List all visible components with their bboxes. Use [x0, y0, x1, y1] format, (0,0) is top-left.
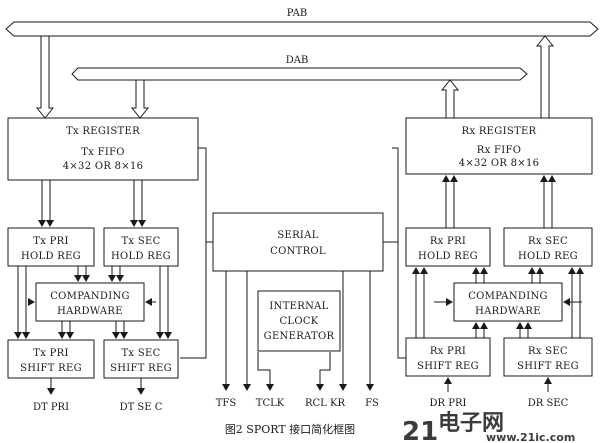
tx-sec-hold-line2: HOLD REG — [111, 251, 171, 262]
tx-sec-shift-reg: Tx SEC SHIFT REG — [103, 339, 179, 379]
rx-pri-hold-reg: Rx PRI HOLD REG — [405, 227, 491, 267]
tx-sec-shift-line1: Tx SEC — [121, 348, 160, 359]
rx-to-pab-arrow — [535, 35, 555, 119]
pin-fs: FS — [365, 398, 379, 409]
rx-pri-shift-line2: SHIFT REG — [417, 361, 479, 372]
watermark-21: 21 — [402, 417, 438, 443]
serial-control-line1: SERIAL — [277, 230, 318, 241]
tx-pri-shift-line1: Tx PRI — [33, 348, 69, 359]
pin-tclk: TCLK — [256, 398, 285, 409]
clock-line2: CLOCK — [279, 316, 318, 327]
pin-labels: DT PRI DT SE C TFS TCLK RCL KR FS DR PRI… — [33, 398, 569, 413]
rx-to-dab-arrow — [440, 79, 460, 119]
serial-control-line2: CONTROL — [270, 246, 326, 257]
rx-register-block: Rx REGISTER Rx FIFO 4×32 OR 8×16 — [405, 117, 593, 175]
pin-tfs: TFS — [216, 398, 237, 409]
pin-dr-pri: DR PRI — [430, 398, 467, 409]
pab-label: PAB — [287, 8, 307, 19]
tx-pri-hold-line1: Tx PRI — [33, 236, 69, 247]
dab-to-tx-arrow — [130, 79, 150, 119]
pab-to-tx-arrow — [35, 35, 55, 119]
pin-dt-sec: DT SE C — [120, 402, 163, 413]
tx-companding-line2: HARDWARE — [57, 306, 123, 317]
rx-companding-hardware: COMPANDING HARDWARE — [453, 282, 563, 322]
tx-sec-hold-reg: Tx SEC HOLD REG — [103, 227, 179, 267]
rx-pri-shift-reg: Rx PRI SHIFT REG — [405, 337, 491, 377]
rx-fifo-size: 4×32 OR 8×16 — [459, 158, 540, 169]
pin-dt-pri: DT PRI — [33, 402, 69, 413]
internal-clock-generator: INTERNAL CLOCK GENERATOR — [257, 290, 341, 352]
rx-register-label: Rx REGISTER — [462, 126, 537, 137]
tx-pri-hold-reg: Tx PRI HOLD REG — [7, 227, 95, 267]
pab-bus: PAB — [5, 8, 599, 37]
tx-pri-hold-line2: HOLD REG — [21, 251, 81, 262]
tx-pri-shift-line2: SHIFT REG — [20, 363, 82, 374]
watermark-url: www.21ic.com — [486, 431, 575, 443]
dab-label: DAB — [286, 55, 309, 66]
watermark-text: 电子网 — [438, 411, 504, 436]
rx-pri-shift-line1: Rx PRI — [430, 346, 466, 357]
rx-sec-shift-reg: Rx SEC SHIFT REG — [503, 337, 593, 377]
bus-arrows — [35, 35, 555, 119]
tx-companding-hardware: COMPANDING HARDWARE — [35, 282, 145, 322]
serial-control-block: SERIAL CONTROL — [212, 212, 384, 272]
rx-companding-line1: COMPANDING — [468, 291, 548, 302]
rx-sec-hold-line2: HOLD REG — [518, 251, 578, 262]
figure-caption: 图2 SPORT 接口简化框图 — [225, 422, 355, 436]
rx-pri-hold-line2: HOLD REG — [418, 251, 478, 262]
clock-line1: INTERNAL — [269, 301, 328, 312]
clock-line3: GENERATOR — [264, 331, 335, 342]
tx-pri-shift-reg: Tx PRI SHIFT REG — [7, 339, 95, 379]
watermark-logo: 21 电子网 www.21ic.com — [402, 411, 575, 443]
tx-companding-line1: COMPANDING — [50, 291, 130, 302]
pin-dr-sec: DR SEC — [528, 398, 569, 409]
dab-bus: DAB — [71, 55, 528, 81]
tx-fifo-size: 4×32 OR 8×16 — [63, 161, 144, 172]
rx-companding-line2: HARDWARE — [475, 306, 541, 317]
connections — [14, 147, 584, 395]
rx-pri-hold-line1: Rx PRI — [430, 236, 466, 247]
tx-fifo-label: Tx FIFO — [81, 147, 125, 158]
tx-register-block: Tx REGISTER Tx FIFO 4×32 OR 8×16 — [7, 117, 199, 181]
rx-sec-shift-line2: SHIFT REG — [517, 361, 579, 372]
rx-fifo-label: Rx FIFO — [477, 145, 521, 156]
rx-sec-shift-line1: Rx SEC — [528, 346, 568, 357]
rx-sec-hold-line1: Rx SEC — [528, 236, 568, 247]
tx-sec-hold-line1: Tx SEC — [121, 236, 160, 247]
tx-sec-shift-line2: SHIFT REG — [110, 363, 172, 374]
tx-register-label: Tx REGISTER — [66, 126, 140, 137]
pin-rclkr: RCL KR — [305, 398, 345, 409]
rx-sec-hold-reg: Rx SEC HOLD REG — [503, 227, 593, 267]
